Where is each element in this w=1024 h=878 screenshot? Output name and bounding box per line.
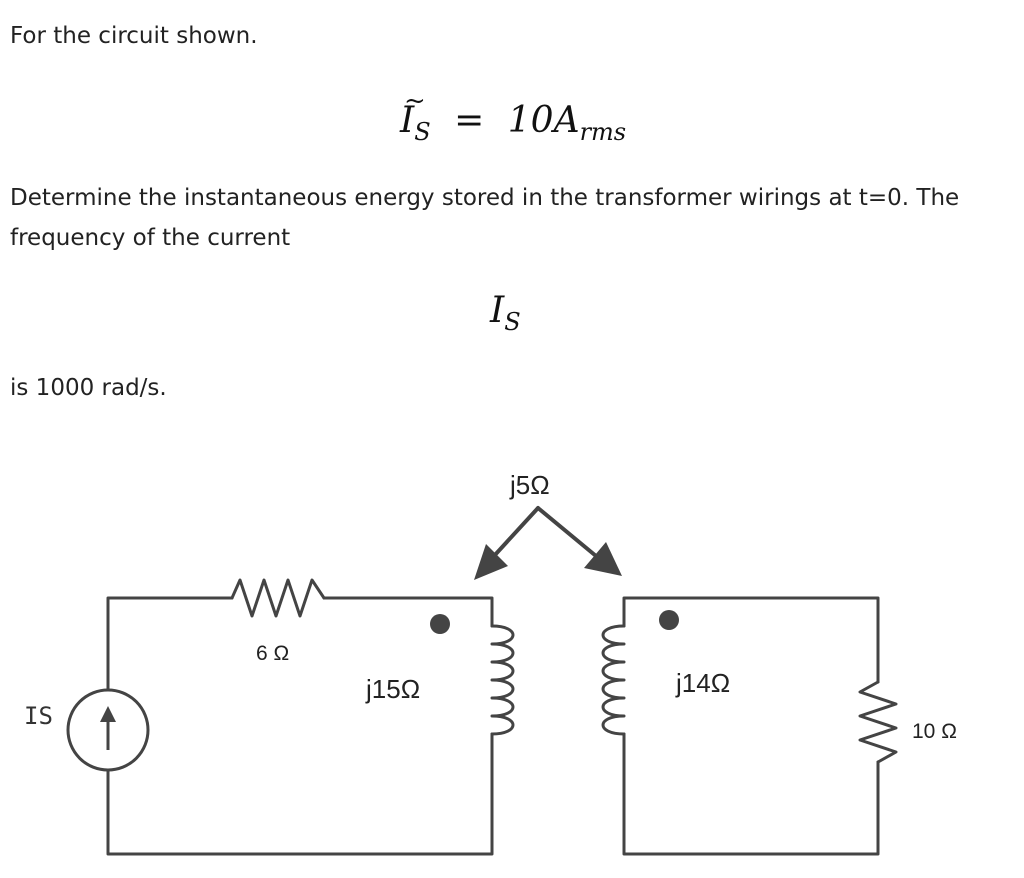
secondary-loop [601,596,898,856]
circuit-diagram: IS 6 Ω j15Ω j5Ω j14Ω 10 Ω [24,470,957,856]
resistor-10-ohm-label: 10 Ω [912,720,957,743]
source-label: IS [24,702,53,730]
primary-loop [106,578,515,856]
mutual-arrow-left-shaft [492,506,540,558]
mutual-arrow-left-head [474,544,508,580]
equation-symbol-sub: S [414,118,431,146]
wire-primary-bottom [106,732,494,856]
source-arrow-head [100,706,116,722]
mutual-arrow-right-shaft [536,506,598,558]
inline-symbol-sub: S [504,308,521,336]
equation-equals: = [454,100,485,141]
equation-value: 10A [507,100,580,141]
mutual-arrow-right-head [584,542,622,576]
mutual-inductance-label: j5Ω [509,470,550,500]
primary-inductance-label: j15Ω [365,674,420,704]
equation-symbol: I [400,100,415,141]
wire-left-top [106,596,234,732]
wire-top-primary [322,596,494,628]
closing-text: is 1000 rad/s. [10,375,167,401]
intro-text: For the circuit shown. [10,23,258,49]
resistor-6-ohm [230,578,326,618]
secondary-coil [601,624,626,736]
primary-dot [430,614,450,634]
resistor-10-ohm [858,680,898,764]
secondary-inductance-label: j14Ω [675,668,730,698]
tilde-mark: ~ [404,86,426,116]
primary-coil [490,624,515,736]
equation-unit-sub: rms [579,118,627,146]
source-equation: I~S = 10Arms [400,86,627,146]
inline-current-symbol: IS [490,290,521,336]
inline-symbol: I [490,290,505,331]
mutual-arrows [492,506,598,558]
wire-top-secondary [622,596,880,684]
resistor-6-ohm-label: 6 Ω [256,642,289,665]
question-paragraph: Determine the instantaneous energy store… [10,185,960,251]
secondary-dot [659,610,679,630]
wire-secondary-bottom [622,732,880,856]
